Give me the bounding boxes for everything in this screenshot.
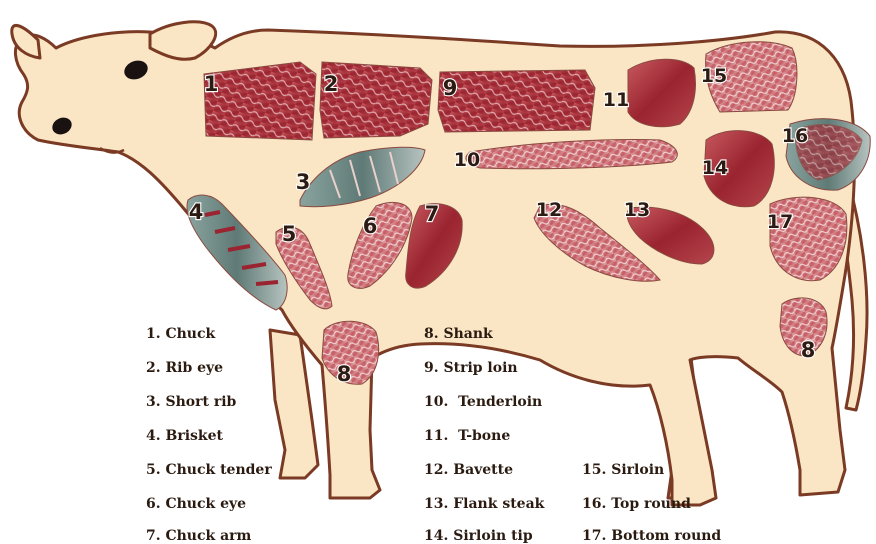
legend-item-sirloin: 15. Sirloin xyxy=(582,462,664,478)
cut-number-14: 14 xyxy=(702,157,728,179)
cut-number-9: 9 xyxy=(443,76,458,100)
legend-item-bavette: 12. Bavette xyxy=(424,462,513,478)
legend-item-chuck-tender: 5. Chuck tender xyxy=(146,462,272,478)
legend-item-top-round: 16. Top round xyxy=(582,496,691,512)
legend-item-bottom-round: 17. Bottom round xyxy=(582,528,721,544)
legend-item-chuck-arm: 7. Chuck arm xyxy=(146,528,251,544)
cut-number-15: 15 xyxy=(701,65,727,87)
cut-number-8b: 8 xyxy=(801,338,816,362)
cut-number-10: 10 xyxy=(454,149,480,171)
cut-number-5: 5 xyxy=(282,222,297,246)
cut-number-4: 4 xyxy=(189,200,204,224)
cut-t-bone xyxy=(628,59,695,126)
cut-number-11: 11 xyxy=(603,89,629,111)
cut-number-12: 12 xyxy=(536,199,562,221)
legend-item-strip-loin: 9. Strip loin xyxy=(424,360,518,376)
cut-number-6: 6 xyxy=(363,214,378,238)
cut-number-2: 2 xyxy=(324,72,339,96)
cut-number-3: 3 xyxy=(296,170,311,194)
legend-item-tenderloin: 10. Tenderloin xyxy=(424,394,542,410)
cut-number-7: 7 xyxy=(425,202,440,226)
legend-item-flank-steak: 13. Flank steak xyxy=(424,496,544,512)
cut-chuck xyxy=(204,62,316,140)
cut-number-13: 13 xyxy=(624,199,650,221)
cut-strip-loin xyxy=(438,70,595,132)
legend-item-rib-eye: 2. Rib eye xyxy=(146,360,223,376)
cut-number-16: 16 xyxy=(782,125,808,147)
cut-number-1: 1 xyxy=(204,72,219,96)
legend-item-short-rib: 3. Short rib xyxy=(146,394,236,410)
legend-item-t-bone: 11. T-bone xyxy=(424,428,510,444)
legend-item-chuck: 1. Chuck xyxy=(146,326,215,342)
legend-item-sirloin-tip: 14. Sirloin tip xyxy=(424,528,533,544)
cut-number-8a: 8 xyxy=(337,362,352,386)
legend-item-brisket: 4. Brisket xyxy=(146,428,223,444)
cut-number-17: 17 xyxy=(767,211,793,233)
legend-item-shank: 8. Shank xyxy=(424,326,493,342)
legend-item-chuck-eye: 6. Chuck eye xyxy=(146,496,246,512)
